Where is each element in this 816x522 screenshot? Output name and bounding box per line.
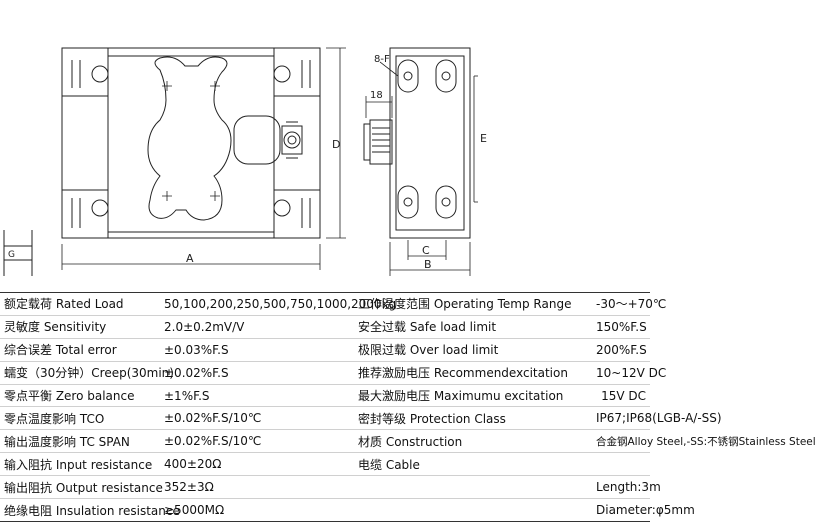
spec-row: 输入阻抗 Input resistance 400±20Ω 电缆 Cable bbox=[0, 452, 650, 477]
spec-label: 最大激励电压 Maximumu excitation bbox=[354, 384, 592, 408]
spec-value: 2.0±0.2mV/V bbox=[160, 315, 354, 339]
spec-label: 输出阻抗 Output resistance bbox=[0, 475, 163, 500]
spec-label: 综合误差 Total error bbox=[0, 338, 160, 362]
spec-value: ±0.02%F.S/10℃ bbox=[160, 406, 354, 431]
spec-label: 工作温度范围 Operating Temp Range bbox=[354, 292, 592, 316]
spec-value: 352±3Ω bbox=[160, 475, 354, 500]
spec-value: ±0.02%F.S bbox=[160, 361, 354, 385]
spec-value: IP67;IP68(LGB-A/-SS) bbox=[592, 406, 722, 431]
spec-value: ≥5000MΩ bbox=[160, 498, 354, 522]
spec-value: 15V DC bbox=[592, 384, 650, 408]
dim-label-18: 18 bbox=[370, 90, 383, 101]
spec-value bbox=[592, 452, 650, 477]
spec-label: 安全过载 Safe load limit bbox=[354, 315, 592, 339]
spec-row: 零点平衡 Zero balance ±1%F.S 最大激励电压 Maximumu… bbox=[0, 384, 650, 408]
spec-label bbox=[354, 498, 592, 522]
dim-label-side: G bbox=[8, 250, 15, 260]
spec-row: 输出阻抗 Output resistance 352±3Ω Length:3m bbox=[0, 475, 661, 500]
spec-value: 200%F.S bbox=[592, 338, 650, 362]
spec-row: 灵敏度 Sensitivity 2.0±0.2mV/V 安全过载 Safe lo… bbox=[0, 315, 650, 339]
dim-label-b: B bbox=[424, 258, 432, 271]
dim-label-a: A bbox=[186, 252, 194, 265]
spec-row: 额定载荷 Rated Load 50,100,200,250,500,750,1… bbox=[0, 292, 666, 316]
spec-label: 材质 Construction bbox=[354, 429, 592, 454]
spec-label: 电缆 Cable bbox=[354, 452, 592, 477]
spec-row: 绝缘电阻 Insulation resistance ≥5000MΩ Diame… bbox=[0, 498, 695, 522]
spec-label bbox=[354, 475, 592, 500]
spec-row: 综合误差 Total error ±0.03%F.S 极限过载 Over loa… bbox=[0, 338, 650, 362]
dimension-lines bbox=[61, 47, 478, 276]
spec-value: Diameter:φ5mm bbox=[592, 498, 695, 522]
spec-label: 额定载荷 Rated Load bbox=[0, 292, 160, 316]
spec-row: 蠕变（30分钟）Creep(30min) ±0.02%F.S 推荐激励电压 Re… bbox=[0, 361, 666, 385]
spec-value: ±0.03%F.S bbox=[160, 338, 354, 362]
spec-table: 额定载荷 Rated Load 50,100,200,250,500,750,1… bbox=[0, 292, 816, 522]
dim-label-e: E bbox=[480, 132, 487, 145]
spec-label: 灵敏度 Sensitivity bbox=[0, 315, 160, 339]
dim-label-c: C bbox=[422, 244, 430, 257]
side-view bbox=[363, 47, 471, 239]
spec-value: -30～+70℃ bbox=[592, 292, 666, 316]
spec-label: 零点温度影响 TCO bbox=[0, 406, 160, 431]
spec-label: 蠕变（30分钟）Creep(30min) bbox=[0, 361, 174, 385]
spec-label: 极限过载 Over load limit bbox=[354, 338, 592, 362]
spec-label: 绝缘电阻 Insulation resistance bbox=[0, 498, 180, 522]
spec-value: 50,100,200,250,500,750,1000,2000kg bbox=[160, 292, 396, 316]
spec-row: 零点温度影响 TCO ±0.02%F.S/10℃ 密封等级 Protection… bbox=[0, 406, 722, 431]
spec-label: 输入阻抗 Input resistance bbox=[0, 452, 160, 477]
dim-label-d: D bbox=[332, 138, 340, 151]
spec-value: ±0.02%F.S/10℃ bbox=[160, 429, 354, 454]
spec-value: 400±20Ω bbox=[160, 452, 354, 477]
spec-label: 密封等级 Protection Class bbox=[354, 406, 592, 431]
front-view bbox=[61, 47, 321, 239]
thread-label: 8-F bbox=[374, 54, 390, 65]
spec-value: 150%F.S bbox=[592, 315, 650, 339]
spec-label: 输出温度影响 TC SPAN bbox=[0, 429, 160, 454]
spec-value: 合金钢Alloy Steel,-SS:不锈钢Stainless Steel bbox=[592, 429, 816, 454]
spec-value: ±1%F.S bbox=[160, 384, 354, 408]
spec-label: 零点平衡 Zero balance bbox=[0, 384, 160, 408]
spec-value: Length:3m bbox=[592, 475, 661, 500]
spec-value: 10~12V DC bbox=[592, 361, 666, 385]
spec-row: 输出温度影响 TC SPAN ±0.02%F.S/10℃ 材质 Construc… bbox=[0, 429, 816, 454]
load-cell-technical-drawing: A D E C B 18 8-F G bbox=[3, 47, 487, 276]
spec-label: 推荐激励电压 Recommendexcitation bbox=[354, 361, 592, 385]
